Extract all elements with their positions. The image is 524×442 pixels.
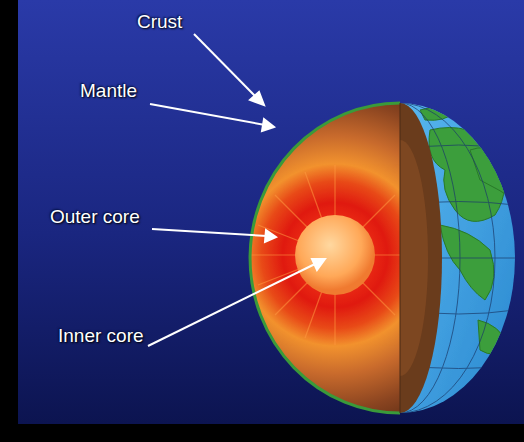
crust-label: Crust [137,11,182,33]
mantle-label: Mantle [80,80,137,102]
outer-core-label: Outer core [50,206,140,228]
inner-core-label: Inner core [58,325,144,347]
